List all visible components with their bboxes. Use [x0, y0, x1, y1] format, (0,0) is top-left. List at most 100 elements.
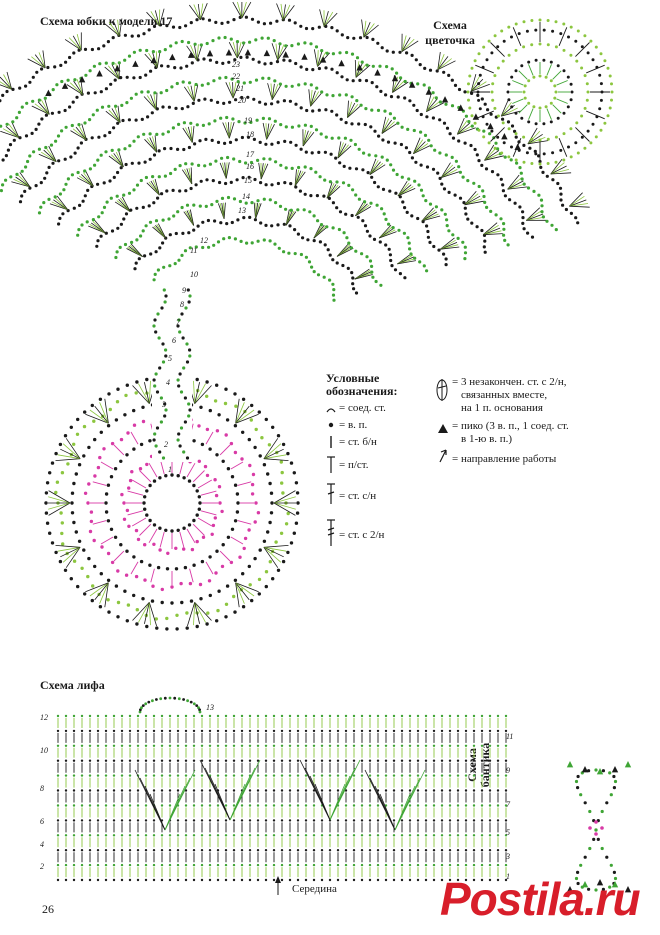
chain-dot: [192, 834, 196, 837]
chain-dot: [393, 141, 397, 145]
chain-dot: [208, 58, 212, 62]
chain-dot: [440, 804, 444, 807]
chain-dot: [583, 855, 587, 859]
chain-dot: [216, 759, 220, 762]
chain-dot: [164, 528, 168, 532]
chain-dot: [135, 238, 139, 242]
chain-dot: [184, 759, 188, 762]
chain-dot: [185, 456, 190, 460]
chain-dot: [159, 697, 163, 701]
chain-dot: [80, 804, 84, 807]
chain-dot: [152, 789, 156, 792]
chain-dot: [457, 139, 461, 143]
chain-dot: [440, 789, 444, 792]
chain-dot: [517, 148, 521, 152]
chain-dot: [127, 54, 132, 58]
chain-dot: [192, 714, 196, 718]
chain-dot: [575, 59, 579, 63]
bodice-row-number-right: 5: [506, 828, 510, 837]
chain-dot: [66, 78, 70, 82]
chain-dot: [216, 140, 221, 144]
chain-dot: [304, 878, 308, 882]
chain-dot: [400, 759, 404, 762]
chain-dot: [269, 491, 274, 495]
chain-dot: [262, 463, 267, 467]
chain-dot: [315, 194, 319, 198]
chain-dot: [226, 195, 231, 200]
stitch: [186, 462, 196, 478]
chain-dot: [170, 85, 174, 89]
stitch: [501, 110, 521, 117]
chain-dot: [424, 863, 428, 867]
chain-dot: [182, 121, 186, 125]
chain-dot: [346, 36, 350, 40]
chain-dot: [353, 142, 357, 147]
stitch: [94, 582, 109, 601]
chain-dot: [150, 111, 154, 115]
chain-dot: [256, 511, 261, 515]
chain-dot: [152, 744, 156, 747]
chain-dot: [470, 91, 474, 95]
chain-dot: [320, 774, 324, 777]
chain-dot: [91, 218, 95, 222]
chain-dot: [388, 253, 392, 257]
chain-dot: [388, 189, 392, 193]
chain-dot: [24, 84, 28, 88]
chain-dot: [119, 166, 123, 170]
chain-dot: [330, 136, 334, 140]
chain-dot: [561, 203, 565, 207]
chain-dot: [174, 231, 178, 236]
chain-dot: [381, 138, 385, 142]
chain-dot: [328, 180, 332, 184]
stitch: [43, 149, 57, 162]
chain-dot: [574, 216, 578, 220]
chain-dot: [463, 141, 467, 145]
chain-dot: [384, 849, 388, 852]
stitch: [68, 37, 82, 51]
chain-dot: [148, 439, 152, 443]
chain-dot: [153, 91, 157, 95]
stitch: [155, 51, 158, 68]
chain-dot: [530, 162, 534, 165]
chain-dot: [389, 163, 393, 167]
skirt-row-number: 1: [168, 465, 172, 474]
chain-dot: [480, 228, 484, 233]
chain-dot: [398, 195, 402, 199]
chain-dot: [412, 128, 416, 133]
chain-dot: [192, 729, 196, 733]
chain-dot: [448, 714, 452, 718]
chain-dot: [413, 256, 417, 260]
chain-dot: [466, 90, 470, 94]
chain-dot: [200, 729, 204, 733]
legend-backdrop: [320, 365, 650, 550]
chain-dot: [532, 189, 536, 193]
chain-dot: [464, 114, 468, 118]
chain-dot: [488, 744, 492, 747]
chain-dot: [156, 196, 160, 200]
chain-dot: [440, 819, 444, 822]
chain-dot: [224, 878, 228, 882]
stitch: [48, 502, 71, 510]
chain-dot: [50, 461, 55, 465]
chain-dot: [440, 729, 444, 733]
chain-dot: [139, 234, 143, 238]
chain-dot: [89, 519, 94, 524]
stitch: [457, 124, 474, 135]
chain-dot: [106, 483, 111, 487]
chain-dot: [444, 257, 448, 261]
chain-dot: [326, 248, 330, 252]
chain-dot: [376, 834, 380, 837]
chain-dot: [136, 878, 140, 882]
stitch: [397, 180, 408, 197]
stitch: [81, 123, 87, 141]
chain-dot: [477, 52, 481, 56]
stitch: [456, 120, 468, 135]
chain-dot: [189, 186, 193, 191]
chain-dot: [88, 849, 92, 852]
chain-dot: [601, 769, 606, 773]
stitch: [193, 602, 196, 626]
chain-dot: [132, 555, 136, 559]
chain-dot: [588, 826, 592, 830]
chain-dot: [594, 135, 598, 139]
chain-dot: [203, 464, 208, 469]
